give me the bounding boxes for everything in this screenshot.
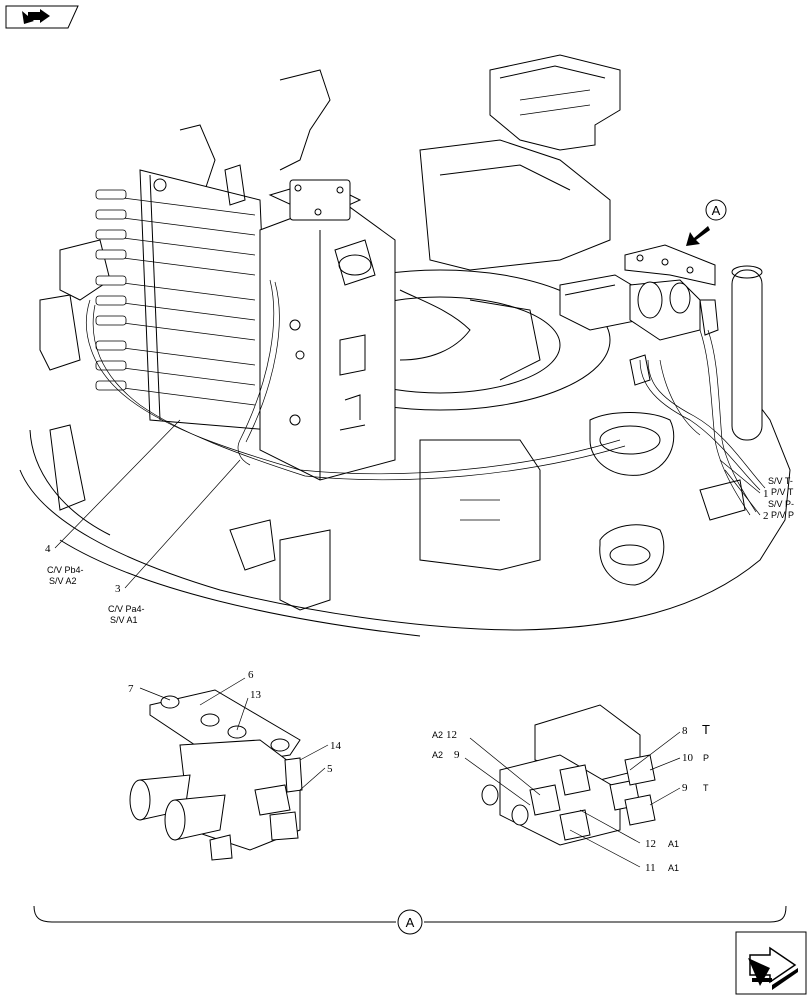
view-a-marker-top: A	[686, 199, 727, 246]
svg-text:S/V A2: S/V A2	[49, 576, 77, 586]
callout-8: 8	[682, 725, 688, 737]
svg-text:A: A	[712, 203, 721, 218]
port-label-P: P	[703, 753, 709, 763]
callouts-main: 1 2 S/V T- P/V T S/V P- P/V P 4 C/V Pb4-…	[45, 419, 794, 625]
callouts-detail-left: 7 6 13 14 5	[128, 669, 342, 791]
label-sv-p: S/V P-	[768, 499, 794, 509]
svg-text:S/V A1: S/V A1	[110, 615, 138, 625]
callout-9-left: 9	[454, 749, 460, 761]
hydraulic-hoses	[86, 279, 766, 516]
control-valve-bank	[95, 164, 396, 481]
back-button[interactable]	[5, 5, 79, 29]
detail-solenoid-valve-left	[129, 689, 303, 861]
svg-text:A1: A1	[668, 839, 679, 849]
solenoid-valve-assembly-top	[559, 244, 719, 386]
port-label-T: T	[702, 722, 710, 737]
svg-text:A2: A2	[432, 730, 443, 740]
callout-12-right: 12	[645, 838, 656, 850]
label-cv-pa4: C/V Pa4-	[108, 604, 145, 614]
callout-3: 3	[115, 583, 121, 595]
svg-text:A2: A2	[432, 750, 443, 760]
view-a-bracket: A	[33, 905, 787, 935]
upper-frame-assembly	[19, 54, 791, 637]
callout-11: 11	[645, 862, 656, 874]
callout-5: 5	[327, 763, 333, 775]
detail-valve-ports-right	[481, 704, 656, 846]
forward-button[interactable]	[735, 931, 807, 995]
label-cv-pb4: C/V Pb4-	[47, 565, 84, 575]
svg-text:P/V P: P/V P	[771, 510, 794, 520]
label-sv-t: S/V T-	[768, 476, 793, 486]
callout-12-left: 12	[446, 729, 457, 741]
callout-1: 1	[763, 488, 769, 500]
callouts-detail-right: A2 12 A2 9 8 T 10 P 9 T 12 A1 11 A1	[432, 722, 710, 874]
view-a-label: A	[406, 915, 415, 930]
callout-2: 2	[763, 510, 769, 522]
callout-4: 4	[45, 543, 51, 555]
callout-13: 13	[250, 689, 262, 701]
callout-6: 6	[248, 669, 254, 681]
callout-9-right: 9	[682, 782, 688, 794]
callout-14: 14	[330, 740, 342, 752]
svg-text:A1: A1	[668, 863, 679, 873]
forward-arrow-icon	[748, 946, 798, 990]
svg-text:P/V T: P/V T	[771, 487, 794, 497]
callout-10: 10	[682, 752, 694, 764]
back-arrow-icon	[22, 9, 50, 24]
port-label-T2: T	[703, 783, 709, 793]
callout-7: 7	[128, 683, 134, 695]
